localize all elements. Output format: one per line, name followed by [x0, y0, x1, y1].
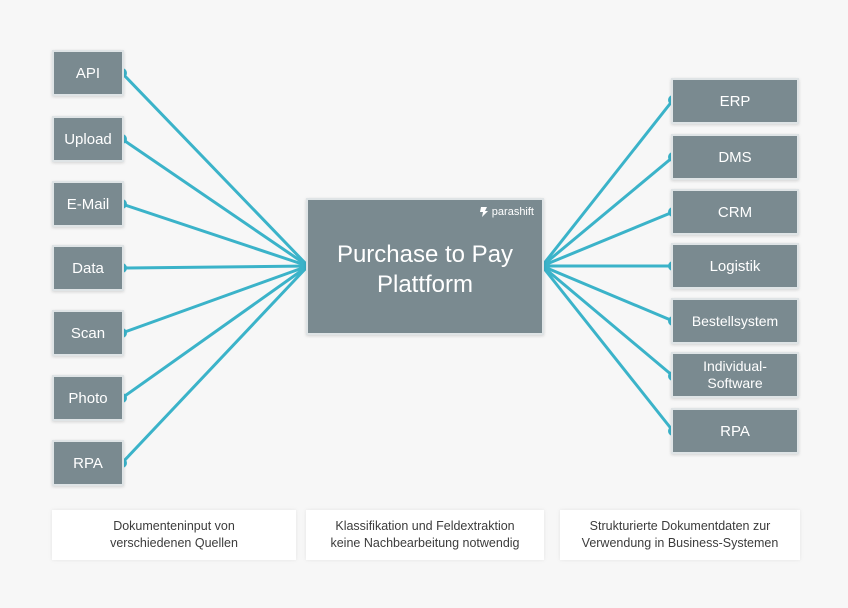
- connector-line: [120, 71, 310, 268]
- connector-line: [121, 202, 309, 268]
- source-scan: Scan: [52, 310, 124, 356]
- platform-title: Purchase to Pay Plattform: [308, 240, 542, 300]
- target-erp: ERP: [671, 78, 799, 124]
- target-rpa: RPA: [671, 408, 799, 454]
- connector-line: [121, 264, 309, 270]
- connector-line: [121, 264, 309, 400]
- caption-output: Strukturierte Dokumentdaten zur Verwendu…: [560, 510, 800, 560]
- target-dms: DMS: [671, 134, 799, 180]
- target-label-line1: Individual-: [703, 358, 767, 374]
- source-label: Photo: [68, 389, 108, 407]
- target-label: Bestellsystem: [691, 312, 779, 329]
- source-rpa: RPA: [52, 440, 124, 486]
- caption-line: keine Nachbearbeitung notwendig: [330, 536, 520, 550]
- connector-line: [541, 264, 674, 323]
- caption-processing: Klassifikation und Feldextraktion keine …: [306, 510, 544, 560]
- target-label: DMS: [718, 148, 752, 166]
- connector-line: [541, 155, 674, 268]
- source-api: API: [52, 50, 124, 96]
- caption-line: Klassifikation und Feldextraktion: [335, 519, 515, 533]
- target-individual-software: Individual- Software: [671, 352, 799, 398]
- source-label: Data: [72, 259, 104, 277]
- source-label: Scan: [70, 324, 106, 342]
- target-connectors: [537, 95, 678, 436]
- connector-line: [121, 137, 309, 268]
- target-label: Logistik: [709, 257, 761, 275]
- caption-line: verschiedenen Quellen: [110, 536, 238, 550]
- parashift-icon: [479, 207, 488, 217]
- source-data: Data: [52, 245, 124, 291]
- target-label: ERP: [719, 92, 751, 110]
- connector-line: [541, 210, 674, 268]
- caption-line: Dokumenteninput von: [113, 519, 235, 533]
- target-label: CRM: [717, 203, 753, 221]
- connector-line: [541, 264, 674, 378]
- caption-input: Dokumenteninput von verschiedenen Quelle…: [52, 510, 296, 560]
- brand-logo: parashift: [479, 206, 534, 218]
- platform-title-line1: Purchase to Pay: [336, 241, 514, 268]
- target-label: RPA: [720, 422, 750, 440]
- source-upload: Upload: [52, 116, 124, 162]
- brand-name: parashift: [491, 206, 534, 218]
- source-label: API: [75, 64, 101, 82]
- connector-line: [540, 99, 675, 267]
- source-label: RPA: [73, 454, 103, 472]
- caption-line: Strukturierte Dokumentdaten zur: [589, 519, 771, 533]
- caption-line: Verwendung in Business-Systemen: [581, 536, 779, 550]
- source-photo: Photo: [52, 375, 124, 421]
- target-logistik: Logistik: [671, 243, 799, 289]
- target-crm: CRM: [671, 189, 799, 235]
- source-email: E-Mail: [52, 181, 124, 227]
- platform-box: parashift Purchase to Pay Plattform: [306, 198, 544, 335]
- source-label: Upload: [64, 130, 112, 148]
- platform-title-line2: Plattform: [376, 271, 474, 298]
- connector-line: [120, 264, 310, 465]
- source-connectors: [117, 68, 313, 468]
- connector-line: [121, 264, 309, 335]
- source-label: E-Mail: [66, 195, 110, 213]
- target-label-line2: Software: [707, 375, 763, 391]
- connector-line: [540, 265, 675, 432]
- target-bestellsystem: Bestellsystem: [671, 298, 799, 344]
